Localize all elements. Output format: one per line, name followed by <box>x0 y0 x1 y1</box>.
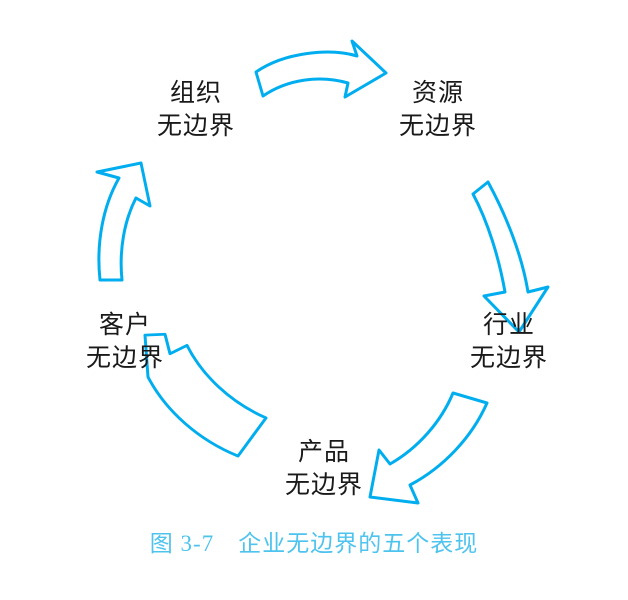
arrow-left <box>95 161 152 282</box>
arrow-right <box>471 180 550 334</box>
node-label-product-line2: 无边界 <box>284 472 364 499</box>
node-label-product: 产品 无边界 <box>285 436 363 503</box>
node-label-industry-line1: 行业 <box>482 311 536 339</box>
node-label-resource: 资源 无边界 <box>399 77 477 144</box>
node-label-product-line1: 产品 <box>297 438 351 466</box>
node-label-customer-line1: 客户 <box>98 311 152 339</box>
node-label-organization: 组织 无边界 <box>157 77 235 144</box>
node-label-organization-line1: 组织 <box>169 79 223 107</box>
arrow-bottom-right <box>368 391 489 505</box>
arrow-top <box>254 39 388 99</box>
figure-caption: 图 3-7 企业无边界的五个表现 <box>149 531 479 556</box>
node-label-organization-line2: 无边界 <box>156 113 236 140</box>
node-label-customer: 客户 无边界 <box>86 309 164 376</box>
node-label-industry-line2: 无边界 <box>469 345 549 372</box>
node-label-customer-line2: 无边界 <box>85 345 165 372</box>
node-label-resource-line1: 资源 <box>411 79 465 107</box>
node-label-industry: 行业 无边界 <box>470 309 548 376</box>
arrow-bottom-left <box>143 332 268 458</box>
node-label-resource-line2: 无边界 <box>398 113 478 140</box>
